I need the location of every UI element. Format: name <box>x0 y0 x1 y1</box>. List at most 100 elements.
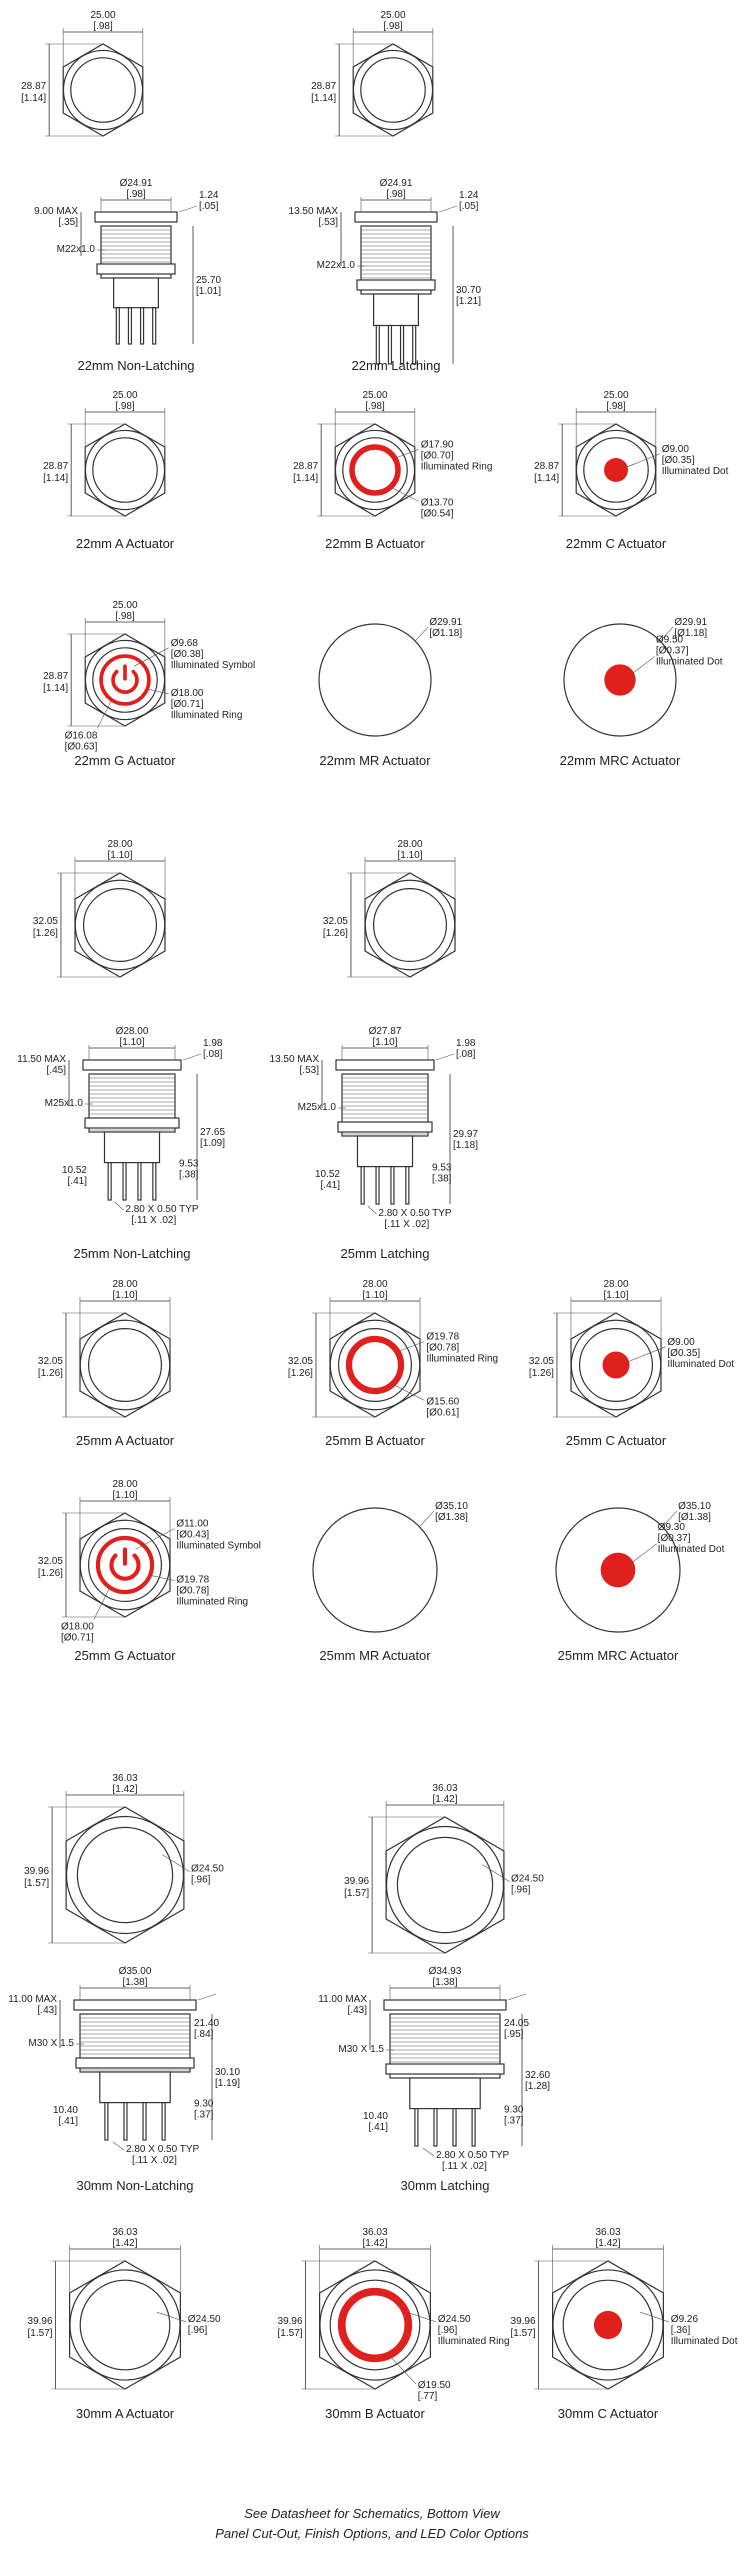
dot-label: Illuminated Dot <box>667 1359 734 1370</box>
symbol-diameter-label: Ø11.00 <box>176 1519 208 1530</box>
leader-line <box>660 626 674 642</box>
terminal-pin <box>399 324 405 365</box>
actuator-30mm-a: 36.03[1.42]39.96[1.57]Ø24.50[.96]30mm A … <box>28 2227 221 2421</box>
terminal-pin <box>375 1165 380 1205</box>
max-label: 11.00 MAX <box>318 1994 367 2005</box>
height-label: 32.05 <box>38 1356 63 1367</box>
height-label: 39.96 <box>278 2316 303 2327</box>
terminal-size-label: 2.80 X 0.50 TYP <box>378 1208 452 1219</box>
height-inch-label: [1.57] <box>344 1888 369 1899</box>
width-label: 28.00 <box>107 839 132 850</box>
diameter-label: Ø34.93 <box>429 1966 462 1977</box>
caption: 22mm A Actuator <box>76 536 175 551</box>
terminal-label: 10.40 <box>363 2111 388 2122</box>
diameter-label: Ø24.50 <box>188 2314 221 2325</box>
leader-line <box>197 1993 217 2001</box>
length-inch-label: [1.19] <box>215 2078 240 2089</box>
caption: 22mm MR Actuator <box>319 753 431 768</box>
mounting-nut <box>75 2057 195 2069</box>
dot-diameter-inch-label: [Ø0.37] <box>658 1533 691 1544</box>
dot-diameter-inch-label: [Ø0.37] <box>656 645 689 656</box>
actuator-22mm-a: 25.00[.98]28.87[1.14]22mm A Actuator <box>43 390 175 551</box>
diameter-inch-label: [.96] <box>438 2325 458 2336</box>
max-inch-label: [.53] <box>300 1065 320 1076</box>
ring-inner-diameter-label: Ø15.60 <box>426 1396 459 1407</box>
cap-diameter-label: Ø35.10 <box>435 1501 468 1512</box>
length-inch-label: [1.28] <box>525 2081 550 2092</box>
cap-diameter-label: Ø35.10 <box>678 1501 711 1512</box>
dot-label: Illuminated Dot <box>658 1544 725 1555</box>
width-inch-label: [1.10] <box>362 1290 387 1301</box>
caption: 25mm MR Actuator <box>319 1648 431 1663</box>
bezel-inner <box>92 437 158 503</box>
width-inch-label: [1.42] <box>362 2238 387 2249</box>
illuminated-dot <box>602 1351 630 1379</box>
bezel-inner <box>79 2279 171 2371</box>
sub-length-label: 9.30 <box>504 2105 524 2116</box>
top-view-22mm-1: 25.00[.98]28.87[1.14] <box>311 10 434 137</box>
height-label: 32.05 <box>33 916 58 927</box>
width-inch-label: [1.10] <box>603 1290 628 1301</box>
diameter-inch-label: [1.10] <box>119 1037 144 1048</box>
height-inch-label: [1.26] <box>33 928 58 939</box>
lip-label: 1.98 <box>456 1038 476 1049</box>
height-label: 39.96 <box>511 2316 536 2327</box>
actuator-22mm-mr: Ø29.91[Ø1.18]22mm MR Actuator <box>318 617 463 768</box>
ring-outer-diameter-inch-label: [Ø0.70] <box>421 450 454 461</box>
actuator-22mm-mrc: Ø29.91[Ø1.18]Ø9.50[Ø0.37]Illuminated Dot… <box>560 617 723 768</box>
actuator-25mm-b: 28.00[1.10]32.05[1.26]25mm B ActuatorØ19… <box>288 1279 498 1448</box>
length-inch-label: [1.21] <box>456 296 481 307</box>
height-inch-label: [1.57] <box>511 2328 536 2339</box>
dot-label: Illuminated Dot <box>662 466 729 477</box>
height-inch-label: [1.14] <box>21 93 46 104</box>
width-label: 36.03 <box>432 1783 457 1794</box>
actuator-25mm-mr: Ø35.10[Ø1.38] 25mm MR Actuator <box>312 1501 468 1663</box>
diameter-inch-label: [.96] <box>188 2325 208 2336</box>
footer-note: See Datasheet for Schematics, Bottom Vie… <box>215 2506 529 2541</box>
actuator-cap <box>383 1999 507 2011</box>
illuminated-ring <box>337 2287 413 2363</box>
leader-line <box>639 2311 669 2323</box>
cap-diameter-inch-label: [Ø1.38] <box>435 1512 468 1523</box>
leader-line <box>630 1543 657 1565</box>
bezel-inner <box>87 1327 163 1402</box>
bezel-inner <box>70 57 136 123</box>
width-label: 28.00 <box>603 1279 628 1290</box>
terminal-pin <box>161 2102 166 2141</box>
leader-line <box>150 1575 175 1581</box>
ring-label: Illuminated Ring <box>421 461 493 472</box>
cap-diameter-inch-label: [Ø1.38] <box>678 1512 711 1523</box>
caption: 25mm A Actuator <box>76 1433 175 1448</box>
height-inch-label: [1.14] <box>43 683 68 694</box>
diameter-label: Ø9.26 <box>671 2314 699 2325</box>
height-label: 28.87 <box>21 81 46 92</box>
leader-line <box>422 2147 435 2157</box>
dot-label: Illuminated Dot <box>656 656 723 667</box>
leader-line <box>406 2311 436 2323</box>
height-label: 32.05 <box>323 916 348 927</box>
max-label: 11.50 MAX <box>17 1054 66 1065</box>
height-label: 32.05 <box>38 1556 63 1567</box>
width-inch-label: [1.42] <box>595 2238 620 2249</box>
side-view-22mm-0: Ø24.91[.98]9.00 MAX[.35]1.24[.05]M22x1.0… <box>34 178 221 373</box>
sub-length-label: 9.53 <box>432 1163 452 1174</box>
terminal-pin <box>142 2102 147 2141</box>
ring-inner-diameter-inch-label: [Ø0.61] <box>426 1407 459 1418</box>
actuator-cap <box>335 1059 435 1071</box>
bezel-inner <box>396 1836 494 1934</box>
ring-inner-diameter-label: Ø13.70 <box>421 497 454 508</box>
caption: 22mm B Actuator <box>325 536 425 551</box>
height-inch-label: [1.14] <box>43 473 68 484</box>
terminal-size-inch-label: [.11 X .02] <box>442 2161 487 2172</box>
diameter-inch-label: [.98] <box>386 189 406 200</box>
diameter-label: Ø28.00 <box>116 1026 149 1037</box>
leader-line <box>482 1864 510 1882</box>
diameter-label: Ø27.87 <box>369 1026 402 1037</box>
width-inch-label: [.98] <box>606 401 626 412</box>
width-inch-label: [1.42] <box>112 1784 137 1795</box>
actuator-25mm-g: 28.00[1.10]32.05[1.26]25mm G ActuatorØ11… <box>38 1479 261 1663</box>
diameter-inch-label: [.98] <box>126 189 146 200</box>
inner-diameter-label: Ø18.00 <box>61 1622 94 1633</box>
terminal-pin <box>414 2108 419 2147</box>
